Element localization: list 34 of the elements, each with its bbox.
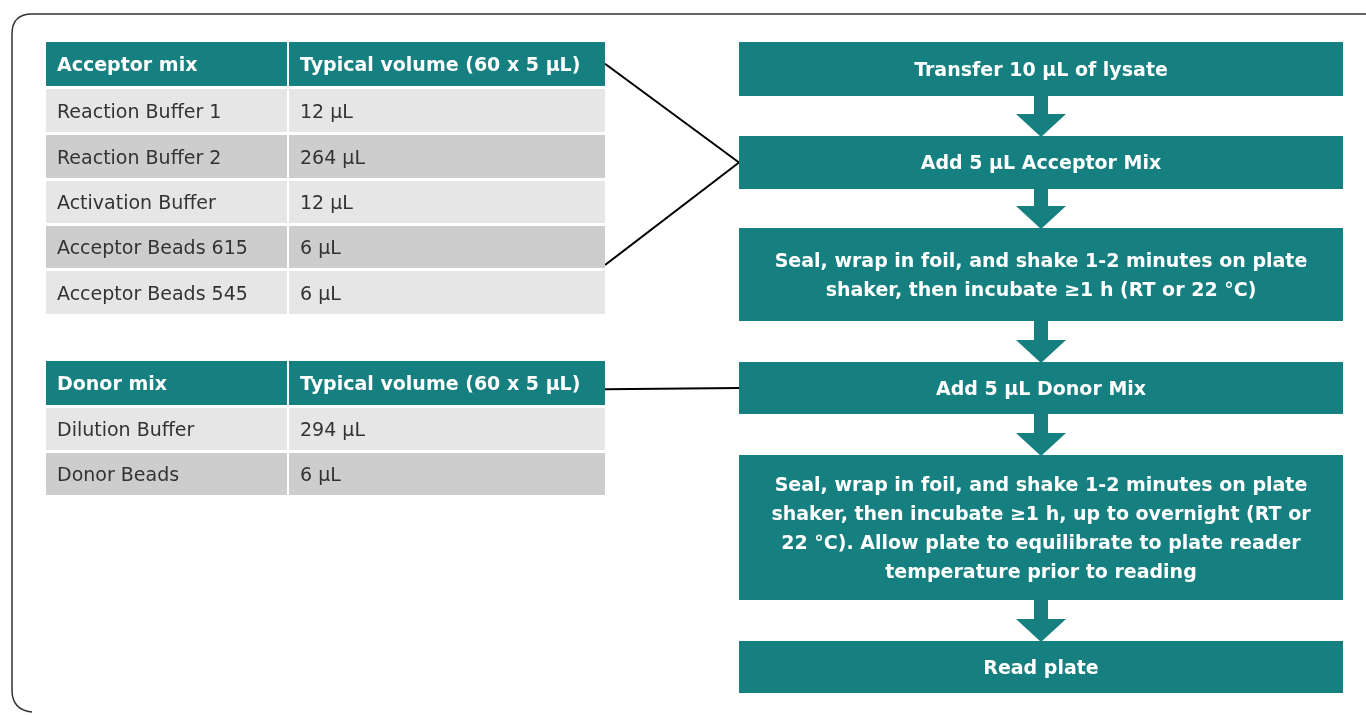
table-cell: 264 µL <box>289 135 605 178</box>
table-cell: Activation Buffer <box>46 181 287 223</box>
arrow <box>1016 321 1066 363</box>
table-cell: 12 µL <box>289 89 605 132</box>
arrow <box>1016 189 1066 229</box>
connector-line <box>604 161 740 267</box>
process-box: Add 5 µL Acceptor Mix <box>739 136 1343 189</box>
process-box: Transfer 10 µL of lysate <box>739 42 1343 96</box>
table-cell: Donor Beads <box>46 453 287 495</box>
process-box: Seal, wrap in foil, and shake 1-2 minutes on plate shaker, then incubate ≥1 h, up to overnight (RT or 22 °C). Allow plate to equilibrate to plate reader temperature prior to reading <box>739 455 1343 600</box>
table-cell: 6 µL <box>289 271 605 314</box>
table-header: Donor mix <box>46 361 287 405</box>
table-header: Typical volume (60 x 5 µL) <box>289 42 605 86</box>
connector-line <box>604 387 740 391</box>
data-table <box>46 361 605 495</box>
table-cell: Reaction Buffer 2 <box>46 135 287 178</box>
arrow <box>1016 600 1066 642</box>
table-header: Typical volume (60 x 5 µL) <box>289 361 605 405</box>
table-header: Acceptor mix <box>46 42 287 86</box>
table-cell: Acceptor Beads 545 <box>46 271 287 314</box>
table-cell: 6 µL <box>289 226 605 268</box>
data-table <box>46 42 605 314</box>
table-cell: Dilution Buffer <box>46 408 287 450</box>
process-box: Seal, wrap in foil, and shake 1-2 minutes on plate shaker, then incubate ≥1 h (RT or 22 °C) <box>739 228 1343 321</box>
arrow <box>1016 414 1066 456</box>
connector-line <box>604 62 740 164</box>
process-box: Read plate <box>739 641 1343 693</box>
table-cell: 6 µL <box>289 453 605 495</box>
arrow <box>1016 96 1066 137</box>
table-cell: 294 µL <box>289 408 605 450</box>
process-box: Add 5 µL Donor Mix <box>739 362 1343 414</box>
table-cell: Reaction Buffer 1 <box>46 89 287 132</box>
table-cell: 12 µL <box>289 181 605 223</box>
table-cell: Acceptor Beads 615 <box>46 226 287 268</box>
